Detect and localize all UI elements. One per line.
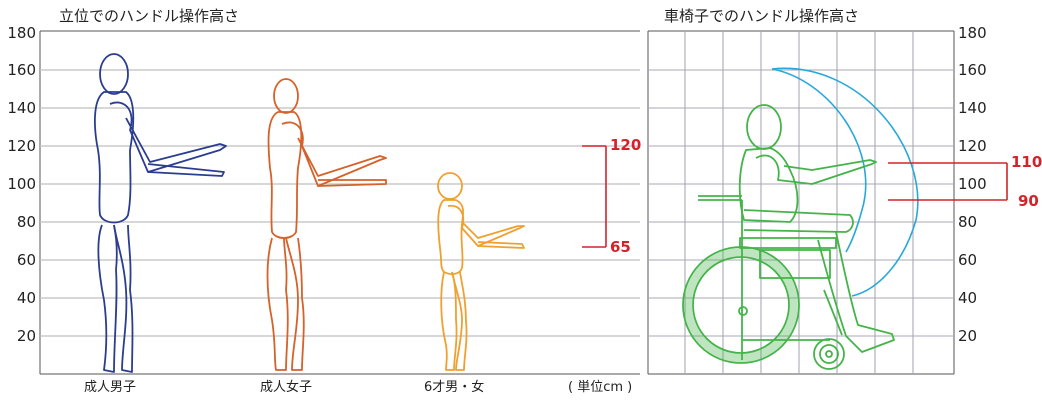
caption-adult-male: 成人男子 [84, 380, 137, 395]
left-gridlines [40, 69, 640, 337]
right-panel-title: 車椅子でのハンドル操作高さ [664, 7, 860, 25]
right-range-high-label: 110 [1011, 153, 1042, 171]
right-tick-80: 80 [958, 213, 978, 231]
left-tick-60: 60 [16, 251, 36, 269]
adult-female-figure [266, 78, 387, 371]
caption-adult-female: 成人女子 [260, 380, 313, 395]
unit-note: ( 単位cm ) [568, 380, 633, 395]
left-tick-120: 120 [7, 137, 36, 155]
right-tick-160: 160 [958, 61, 987, 79]
wheelchair-wheels [682, 246, 845, 370]
left-range-low-label: 65 [610, 238, 631, 256]
left-tick-140: 140 [7, 99, 36, 117]
reach-arc [771, 67, 919, 297]
left-tick-160: 160 [7, 61, 36, 79]
left-tick-20: 20 [16, 327, 36, 345]
left-range-bracket [582, 145, 607, 248]
right-range-bracket [888, 162, 1008, 201]
child-figure [437, 172, 525, 371]
right-tick-100: 100 [958, 175, 987, 193]
right-panel-frame [647, 30, 955, 375]
right-tick-40: 40 [958, 289, 978, 307]
right-tick-120: 120 [958, 137, 987, 155]
right-tick-180: 180 [958, 24, 987, 42]
wheelchair-user-figure [698, 104, 895, 360]
right-tick-140: 140 [958, 99, 987, 117]
left-tick-80: 80 [16, 213, 36, 231]
right-range-low-label: 90 [1018, 192, 1039, 210]
left-tick-100: 100 [7, 175, 36, 193]
adult-male-figure [94, 53, 227, 373]
right-tick-60: 60 [958, 251, 978, 269]
left-panel-title: 立位でのハンドル操作高さ [59, 7, 240, 25]
left-panel-frame [39, 30, 640, 375]
right-vertical-grid [684, 31, 914, 374]
left-range-high-label: 120 [610, 136, 642, 154]
caption-child: 6才男・女 [424, 380, 485, 395]
left-tick-180: 180 [7, 24, 36, 42]
left-tick-40: 40 [16, 289, 36, 307]
right-tick-20: 20 [958, 327, 978, 345]
